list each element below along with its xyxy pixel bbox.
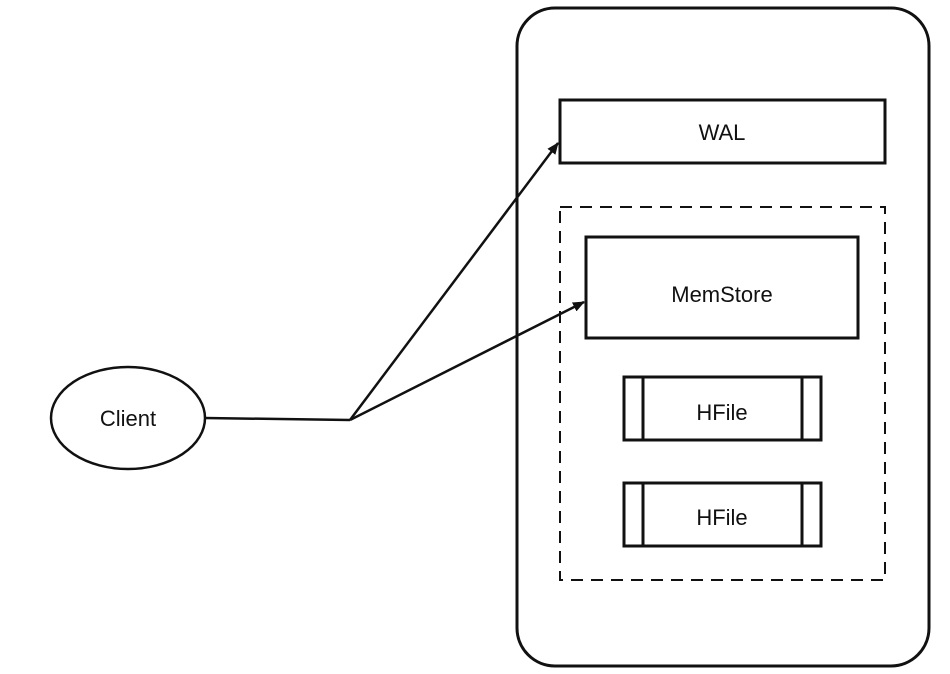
client-connector-line	[204, 416, 351, 422]
client-label: Client	[100, 406, 156, 431]
store-region	[559, 206, 886, 581]
hfile-box	[622, 375, 823, 442]
arrow-client-to-wal	[349, 142, 559, 421]
memstore-label: MemStore	[671, 282, 772, 307]
memstore-box	[584, 235, 860, 340]
arrow-client-to-memstore	[349, 300, 585, 422]
memstore-node: MemStore	[584, 235, 860, 340]
wal-label: WAL	[699, 120, 746, 145]
hfile-node: HFile	[622, 375, 823, 442]
hfile-node: HFile	[622, 481, 823, 548]
hfile-box	[622, 481, 823, 548]
wal-node: WAL	[558, 98, 887, 165]
client-node: Client	[49, 365, 207, 471]
hfile-label: HFile	[696, 505, 747, 530]
wal-box	[558, 98, 887, 165]
hfile-label: HFile	[696, 400, 747, 425]
